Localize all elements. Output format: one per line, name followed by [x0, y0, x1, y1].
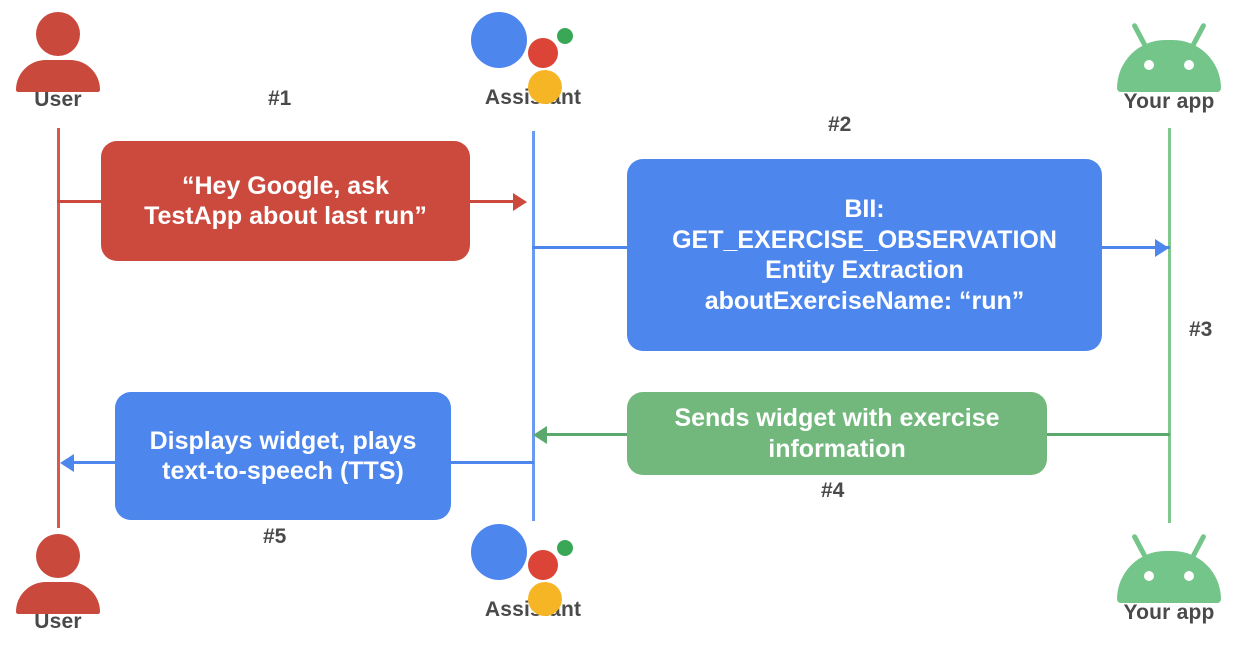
message-4-line-2: information: [768, 434, 906, 463]
message-2-line-1: BII:: [844, 195, 885, 223]
actor-assistant-bottom: Assistant: [453, 518, 613, 621]
android-eye-left: [1144, 571, 1154, 581]
message-5-line-1: Displays widget, plays: [149, 426, 417, 455]
android-head-shape: [1117, 551, 1221, 603]
message-box-4: Sends widget with exercise information: [627, 392, 1047, 475]
arrowhead-1: [513, 193, 527, 211]
step-number-1: #1: [268, 87, 292, 110]
android-robot-icon: [1089, 10, 1244, 92]
assistant-red-dot-icon: [528, 38, 558, 68]
user-body-shape: [16, 60, 100, 92]
assistant-yellow-dot-icon: [528, 70, 562, 104]
step-number-2: #2: [828, 113, 852, 136]
lifeline-your-app: [1168, 128, 1171, 523]
message-1-line-1: “Hey Google, ask: [181, 171, 390, 200]
user-person-icon: [0, 530, 138, 614]
actor-your-app-top: Your app: [1089, 10, 1244, 113]
message-2-line-2: GET_EXERCISE_OBSERVATION: [672, 225, 1057, 254]
actor-label-user-bottom: User: [34, 610, 82, 633]
step-number-5: #5: [263, 525, 287, 548]
android-eye-right: [1184, 571, 1194, 581]
actor-user-bottom: User: [0, 530, 138, 633]
user-person-icon: [0, 8, 138, 92]
actor-label-your-app-top: Your app: [1123, 90, 1215, 113]
user-head-shape: [36, 12, 80, 56]
message-4-line-1: Sends widget with exercise: [674, 404, 1000, 432]
message-box-5: Displays widget, plays text-to-speech (T…: [115, 392, 451, 520]
assistant-green-dot-icon: [557, 28, 573, 44]
arrowhead-5: [60, 454, 74, 472]
android-robot-icon: [1089, 521, 1244, 603]
android-eye-left: [1144, 60, 1154, 70]
android-head-shape: [1117, 40, 1221, 92]
message-2-line-3: Entity Extraction: [765, 256, 964, 284]
actor-assistant-top: Assistant: [453, 6, 613, 109]
user-head-shape: [36, 534, 80, 578]
step-number-4: #4: [821, 479, 845, 502]
android-eye-right: [1184, 60, 1194, 70]
actor-label-your-app-bottom: Your app: [1123, 601, 1215, 624]
android-shape: [1117, 16, 1221, 92]
lifeline-assistant: [532, 131, 535, 521]
actor-user-top: User: [0, 8, 138, 111]
actor-your-app-bottom: Your app: [1089, 521, 1244, 624]
step-number-3: #3: [1189, 318, 1213, 341]
lifeline-user: [57, 128, 60, 528]
google-assistant-icon: [453, 518, 613, 616]
android-shape: [1117, 527, 1221, 603]
actor-label-user-top: User: [34, 88, 82, 111]
message-box-2: BII: GET_EXERCISE_OBSERVATION Entity Ext…: [627, 159, 1102, 351]
message-5-line-2: text-to-speech (TTS): [162, 457, 404, 485]
message-2-line-4: aboutExerciseName: “run”: [704, 286, 1025, 315]
google-assistant-icon: [453, 6, 613, 104]
assistant-green-dot-icon: [557, 540, 573, 556]
assistant-blue-dot-icon: [471, 524, 527, 580]
message-box-1: “Hey Google, ask TestApp about last run”: [101, 141, 470, 261]
assistant-blue-dot-icon: [471, 12, 527, 68]
user-body-shape: [16, 582, 100, 614]
message-1-line-2: TestApp about last run”: [144, 202, 427, 230]
arrowhead-4: [533, 426, 547, 444]
arrowhead-2: [1155, 239, 1169, 257]
assistant-red-dot-icon: [528, 550, 558, 580]
assistant-yellow-dot-icon: [528, 582, 562, 616]
